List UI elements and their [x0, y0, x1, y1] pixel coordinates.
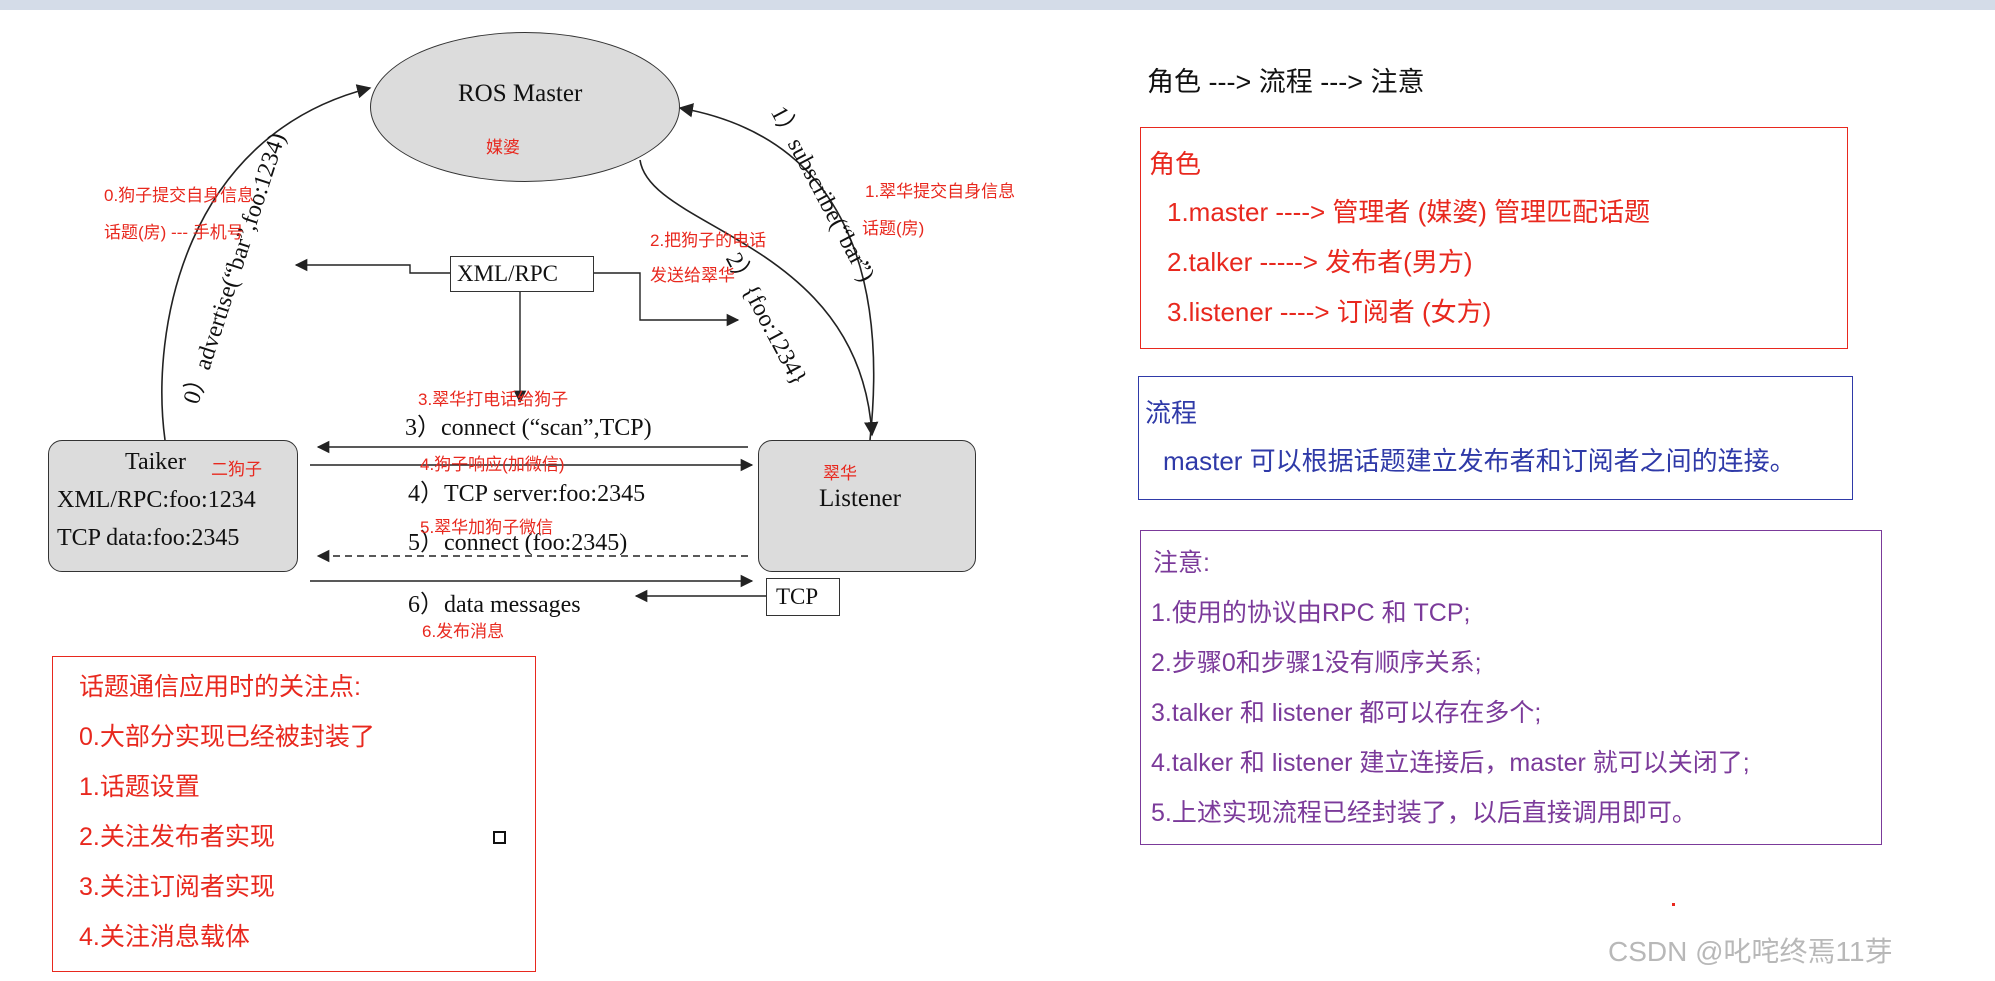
note0-line1: 0.狗子提交自身信息 [104, 186, 255, 205]
xmlrpc-label: XML/RPC [457, 261, 558, 286]
note0-line2: 话题(房) --- 手机号 [104, 223, 244, 242]
ros-master-note: 媒婆 [486, 138, 520, 157]
step4-tcp-server-label: 4）TCP server:foo:2345 [408, 481, 646, 507]
ros-master-node: ROS Master 媒婆 [370, 32, 680, 182]
roles-item: 1.master ----> 管理者 (媒婆) 管理匹配话题 [1167, 197, 1651, 227]
step6-data-label: 6）data messages [408, 592, 581, 618]
notes-item: 2.步骤0和步骤1没有顺序关系; [1151, 649, 1482, 677]
tcp-label: TCP [776, 584, 819, 609]
notes-item: 1.使用的协议由RPC 和 TCP; [1151, 599, 1471, 627]
listener-title: Listener [819, 485, 901, 512]
arrow-foo1234 [639, 159, 879, 437]
focus-item: 4.关注消息载体 [79, 923, 250, 951]
xmlrpc-left-arrow [294, 258, 450, 274]
roles-item: 2.talker -----> 发布者(男方) [1167, 247, 1473, 277]
note2-line1: 2.把狗子的电话 [650, 231, 767, 250]
arrow-subscribe [678, 103, 875, 441]
notes-title: 注意: [1153, 549, 1210, 577]
page-heading: 角色 ---> 流程 ---> 注意 [1147, 67, 1425, 97]
arrow-advertise [161, 84, 372, 441]
note6: 6.发布消息 [422, 622, 505, 641]
notes-box: 注意: 1.使用的协议由RPC 和 TCP; 2.步骤0和步骤1没有顺序关系; … [1140, 530, 1882, 845]
process-text: master 可以根据话题建立发布者和订阅者之间的连接。 [1163, 446, 1796, 476]
talker-node: Taiker 二狗子 XML/RPC:foo:1234 TCP data:foo… [48, 440, 298, 572]
talker-title: Taiker [125, 449, 186, 475]
focus-item: 0.大部分实现已经被封装了 [79, 723, 375, 751]
roles-box: 角色 1.master ----> 管理者 (媒婆) 管理匹配话题 2.talk… [1140, 127, 1848, 349]
step3-connect-label: 3）connect (“scan”,TCP) [405, 415, 652, 441]
note1-line1: 1.翠华提交自身信息 [865, 182, 1016, 201]
note3: 3.翠华打电话给狗子 [418, 390, 569, 409]
ros-master-title: ROS Master [458, 80, 583, 107]
note4: 4.狗子响应(加微信) [420, 455, 565, 474]
xmlrpc-box: XML/RPC [450, 256, 594, 292]
roles-item: 3.listener ----> 订阅者 (女方) [1167, 297, 1492, 327]
listener-node: 翠华 Listener [758, 440, 976, 572]
watermark: CSDN @叱咤终焉11芽 [1608, 936, 1893, 967]
process-title: 流程 [1145, 398, 1198, 428]
small-square-marker [493, 831, 506, 844]
note5: 5.翠华加狗子微信 [420, 518, 554, 537]
focus-item: 2.关注发布者实现 [79, 823, 275, 851]
listener-note: 翠华 [823, 464, 857, 483]
stray-dot [1672, 903, 1675, 906]
tcp-box: TCP [766, 578, 840, 616]
focus-item: 1.话题设置 [79, 773, 200, 801]
notes-item: 3.talker 和 listener 都可以存在多个; [1151, 699, 1542, 727]
xmlrpc-right-arrow [594, 272, 740, 327]
talker-note: 二狗子 [211, 460, 262, 479]
focus-title: 话题通信应用时的关注点: [79, 673, 361, 701]
note1-line2: 话题(房) [862, 219, 925, 238]
top-bar [0, 0, 1995, 10]
talker-xmlrpc-port: XML/RPC:foo:1234 [57, 487, 256, 513]
notes-item: 5.上述实现流程已经封装了，以后直接调用即可。 [1151, 799, 1697, 827]
process-box: 流程 master 可以根据话题建立发布者和订阅者之间的连接。 [1138, 376, 1853, 500]
notes-item: 4.talker 和 listener 建立连接后，master 就可以关闭了; [1151, 749, 1750, 777]
roles-title: 角色 [1149, 149, 1202, 179]
focus-item: 3.关注订阅者实现 [79, 873, 275, 901]
talker-tcp-port: TCP data:foo:2345 [57, 525, 240, 551]
note2-line2: 发送给翠华 [650, 266, 735, 285]
focus-points-box: 话题通信应用时的关注点: 0.大部分实现已经被封装了 1.话题设置 2.关注发布… [52, 656, 536, 972]
step5-connect-label: 5）connect (foo:2345) [408, 530, 628, 556]
